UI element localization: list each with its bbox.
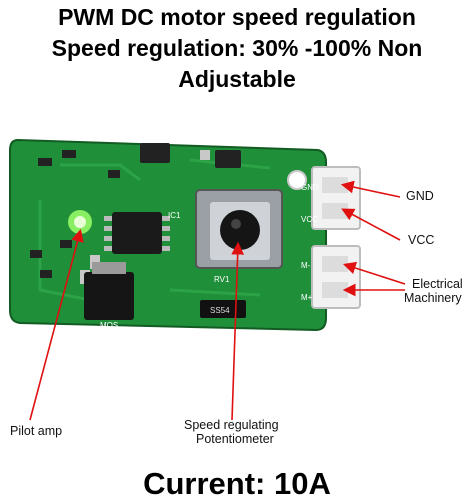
arrow-pilot — [29, 228, 84, 421]
callout-gnd: GND — [406, 189, 434, 203]
callout-pilot: Pilot amp — [10, 424, 63, 438]
callout-pot-line2: Potentiometer — [196, 432, 274, 446]
title-line-2: Speed regulation: 30% -100% Non — [51, 35, 423, 61]
mosfet — [84, 262, 134, 320]
arrow-potentiometer — [231, 241, 245, 421]
silk-d1: D1 — [152, 135, 163, 144]
diode-d1 — [140, 143, 170, 163]
callout-pot-line1: Speed regulating — [184, 418, 279, 432]
silk-mos: MOS — [100, 321, 118, 330]
mounting-hole — [287, 170, 307, 190]
callout-motor-line2: Machinery — [404, 291, 462, 305]
arrow-gnd — [340, 180, 401, 198]
silk-vcc: VCC — [301, 215, 318, 224]
title-line-1: PWM DC motor speed regulation — [58, 4, 416, 30]
callout-motor-line1: Electrical — [412, 277, 463, 291]
silk-gnd: GND — [301, 183, 319, 192]
silk-ss54: SS54 — [210, 306, 230, 315]
ic-chip — [104, 212, 170, 254]
silk-mminus: M- — [301, 261, 311, 270]
silk-mplus: M+ — [301, 293, 313, 302]
silk-ic1: IC1 — [168, 211, 181, 220]
connector-motor — [311, 245, 361, 309]
title-line-3: Adjustable — [178, 66, 296, 92]
callout-vcc: VCC — [408, 233, 435, 247]
pilot-led — [68, 210, 92, 234]
diode-ss54 — [200, 300, 246, 318]
arrow-motor-1 — [342, 261, 406, 285]
connector-power — [311, 166, 361, 230]
potentiometer — [195, 189, 283, 269]
arrow-vcc — [341, 208, 401, 241]
current-rating: Current: 10A — [143, 466, 331, 501]
silk-rv1: RV1 — [214, 275, 230, 284]
